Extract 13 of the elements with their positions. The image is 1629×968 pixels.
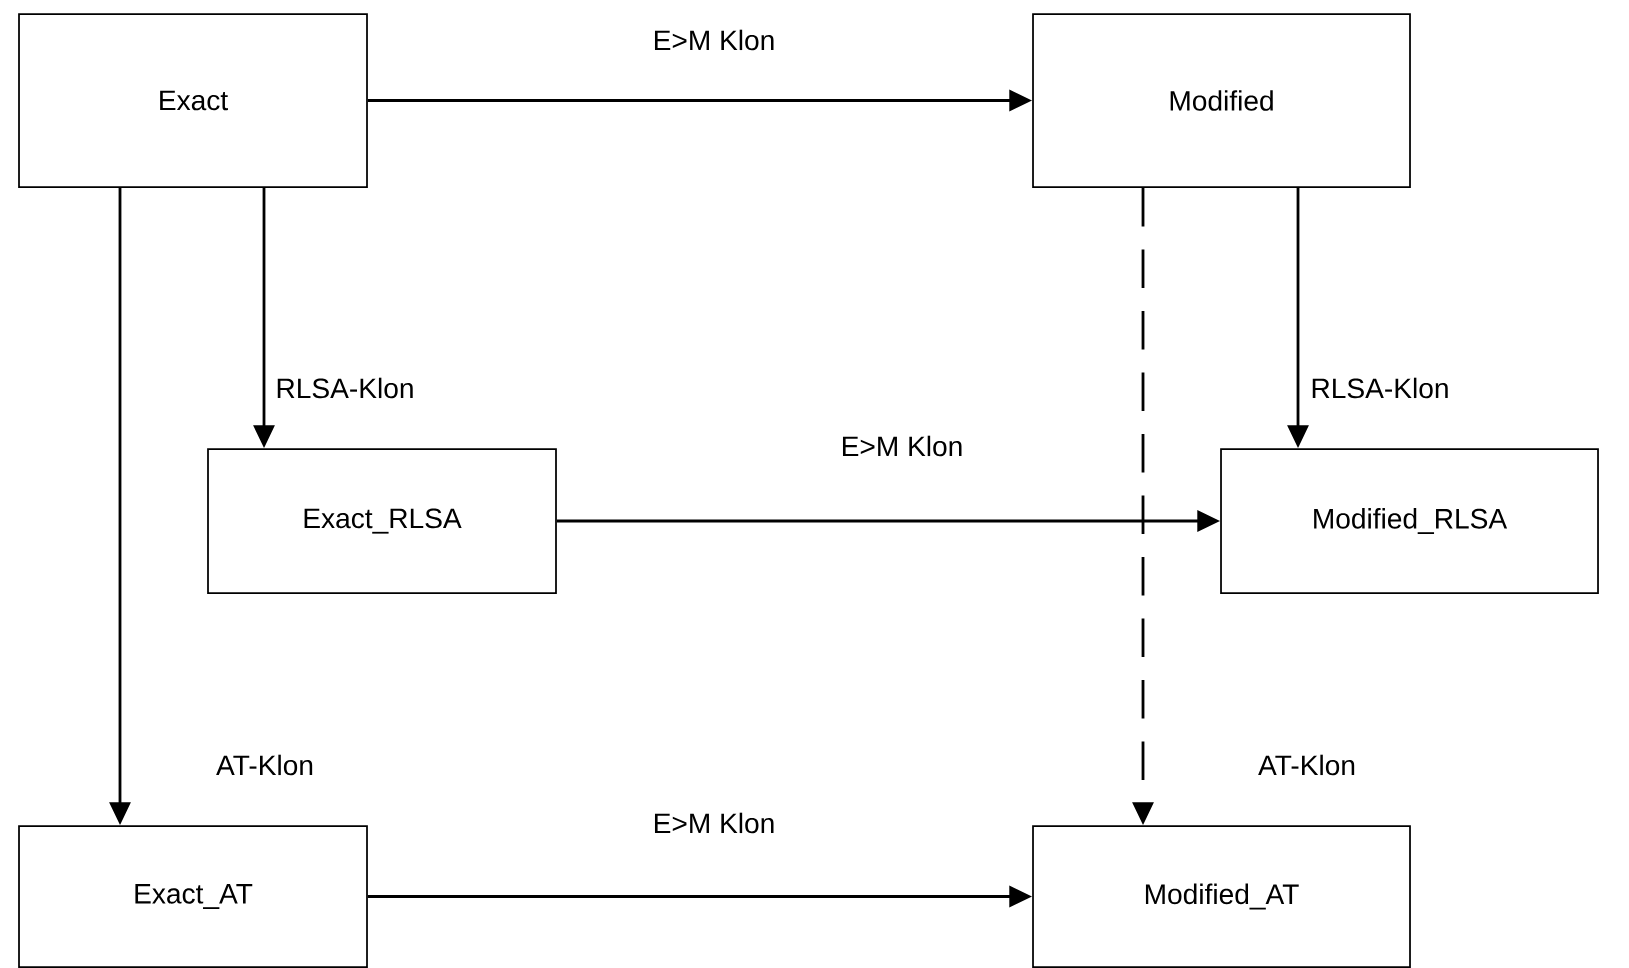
edge-label: E>M Klon bbox=[650, 27, 778, 53]
process-box: Modified_AT bbox=[1032, 825, 1411, 968]
edge-label: AT-Klon bbox=[214, 752, 316, 778]
edge-label: E>M Klon bbox=[650, 810, 778, 836]
edge-label: AT-Klon bbox=[1256, 752, 1358, 778]
process-box: Exact_RLSA bbox=[207, 448, 557, 594]
process-box: Exact bbox=[18, 13, 368, 188]
process-box: Exact_AT bbox=[18, 825, 368, 968]
edge-label: E>M Klon bbox=[838, 433, 966, 459]
edge-label: RLSA-Klon bbox=[1308, 375, 1452, 401]
process-box: Modified bbox=[1032, 13, 1411, 188]
process-box: Modified_RLSA bbox=[1220, 448, 1599, 594]
edge-label: RLSA-Klon bbox=[273, 375, 417, 401]
